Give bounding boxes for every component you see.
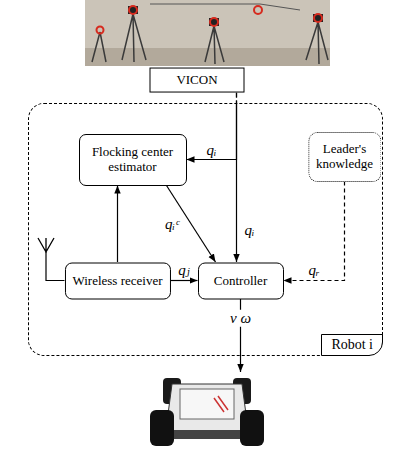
tripod <box>306 22 328 64</box>
camera-rig <box>150 4 300 10</box>
robot-boundary: Robot i Flocking center estimator Leader's… <box>28 103 383 356</box>
chassis <box>165 384 249 437</box>
antenna-symbol <box>38 238 54 252</box>
estimator-box: Flocking center estimator <box>79 134 187 186</box>
top-plate <box>180 389 234 419</box>
connector-segment <box>236 103 237 262</box>
photo-wall <box>85 0 330 66</box>
box-label: Robot i <box>321 334 383 356</box>
knowledge-box: Leader's knowledge <box>308 132 381 182</box>
signal-label: qᵢᶜ <box>165 216 179 233</box>
signal-label: v ω <box>228 310 253 327</box>
bumper <box>174 430 240 439</box>
antenna-head <box>38 238 54 252</box>
connectors <box>118 92 345 280</box>
tripod <box>92 32 106 62</box>
camera-ring <box>97 27 104 34</box>
camera-ring <box>210 18 218 26</box>
box-label: Flocking center estimator <box>87 145 179 175</box>
connector-segment <box>117 186 118 263</box>
camera-ring <box>254 6 262 14</box>
wheel <box>150 410 174 446</box>
box-label: Controller <box>214 273 267 288</box>
box-label: Wireless receiver <box>72 273 162 288</box>
red-mark <box>214 396 228 412</box>
connector-segment <box>236 92 237 103</box>
controller-box: Controller <box>198 262 284 299</box>
signal-label: qᵣ <box>308 261 319 278</box>
camera <box>313 14 323 22</box>
connector <box>171 280 198 281</box>
connector-segment <box>187 103 237 160</box>
vicon-box: VICON <box>150 68 245 93</box>
connector-segment <box>236 92 237 103</box>
camera-ring <box>314 14 322 22</box>
box-label: Leader's knowledge <box>316 142 373 172</box>
connector-segment <box>171 280 198 281</box>
vicon-photo <box>85 0 330 66</box>
signal-label: qᵢ <box>245 222 255 239</box>
connector <box>117 186 118 263</box>
connector-segment <box>284 182 345 281</box>
robot-picture <box>150 378 264 446</box>
camera <box>209 18 219 26</box>
box-label: VICON <box>176 73 217 88</box>
signal-label: qⱼ <box>178 261 189 278</box>
wheel <box>240 410 264 446</box>
receiver-box: Wireless receiver <box>64 262 170 299</box>
camera <box>128 6 138 14</box>
camera-ring <box>129 6 137 14</box>
connector <box>236 92 237 262</box>
signal-label: qᵢ <box>207 141 217 158</box>
antenna-wire <box>46 252 64 281</box>
connector <box>284 182 345 281</box>
tripod <box>122 14 146 62</box>
tripod <box>205 26 224 64</box>
